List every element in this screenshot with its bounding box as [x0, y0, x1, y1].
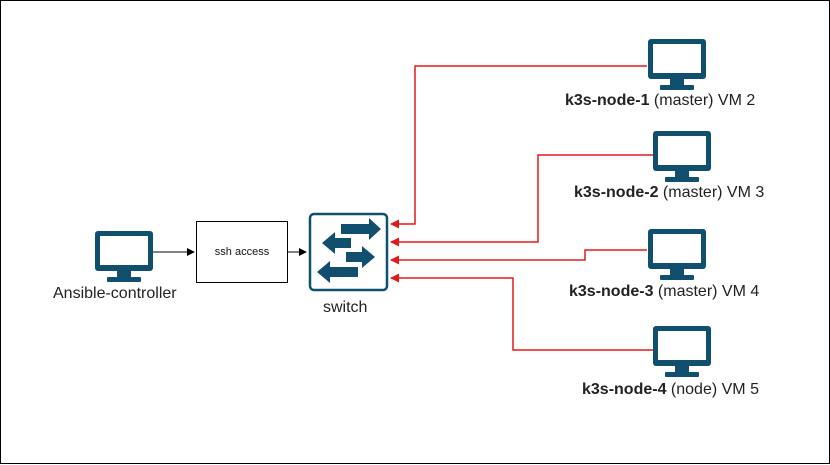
node-4-name: k3s-node-4	[582, 381, 667, 398]
link-node-4	[390, 273, 653, 351]
node-2-role: (master) VM 3	[662, 184, 765, 201]
link-node-2	[390, 154, 653, 247]
node-1-name: k3s-node-1	[565, 92, 650, 109]
node-4-label: k3s-node-4 (node) VM 5	[582, 381, 759, 399]
controller-label: Ansible-controller	[53, 285, 177, 302]
node-3-monitor-icon	[648, 229, 706, 280]
ssh-access-label: ssh access	[214, 246, 270, 258]
node-1-label: k3s-node-1 (master) VM 2	[565, 92, 755, 110]
node-3-label: k3s-node-3 (master) VM 4	[569, 283, 759, 301]
node-2-name: k3s-node-2	[574, 184, 659, 201]
node-3-name: k3s-node-3	[569, 283, 654, 300]
node-2-monitor-icon	[653, 131, 711, 182]
switch-label: switch	[323, 299, 368, 316]
link-node-1	[390, 65, 647, 229]
switch-icon	[308, 212, 389, 292]
node-4-role: (node) VM 5	[670, 381, 759, 398]
node-3-role: (master) VM 4	[657, 283, 760, 300]
node-1-role: (master) VM 2	[653, 92, 756, 109]
controller-monitor-icon	[95, 231, 153, 282]
link-node-3	[390, 249, 647, 265]
node-4-monitor-icon	[653, 326, 711, 377]
node-1-monitor-icon	[648, 39, 706, 90]
ssh-access-box: ssh access	[196, 221, 288, 283]
node-2-label: k3s-node-2 (master) VM 3	[574, 184, 764, 202]
